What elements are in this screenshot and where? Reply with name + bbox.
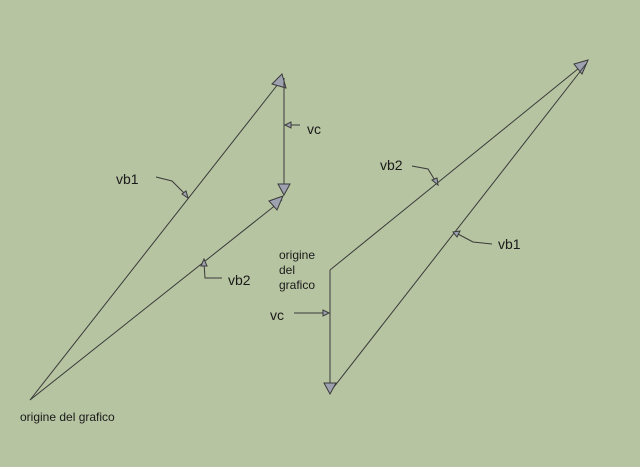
right-vc-label: vc [270, 307, 284, 323]
left-vb2-leader [203, 262, 222, 279]
right-vb1-leader-tip [452, 230, 461, 238]
left-vb2-arrowhead [268, 195, 284, 211]
right-origin-label-line-2: del [279, 263, 295, 277]
left-vb2-leader-tip [200, 257, 208, 267]
right-origin-label-line-3: grafico [279, 278, 315, 292]
right-vb2-label: vb2 [380, 157, 403, 173]
right-vb2-leader-tip [431, 177, 439, 187]
left-vb2-line [29, 199, 283, 401]
left-vc-leader-tip [283, 121, 292, 129]
left-vb1-label: vb1 [116, 171, 139, 187]
left-vc-label: vc [307, 121, 321, 137]
right-diagram: vb2 vb1 vc origine del grafico [270, 59, 589, 396]
right-vc-arrowhead [323, 382, 337, 396]
left-vb2-label: vb2 [228, 272, 251, 288]
right-vb2-leader [411, 165, 437, 183]
left-diagram: vb1 vb2 vc origine del grafico [20, 73, 321, 424]
left-vb1-line [29, 78, 283, 401]
right-vb1-leader [455, 232, 493, 245]
right-vb2-line [329, 63, 585, 271]
right-origin-label-line-1: origine [279, 248, 315, 262]
left-vb1-leader [155, 176, 188, 197]
right-vb1-label: vb1 [498, 236, 521, 252]
left-origin-label: origine del grafico [20, 410, 115, 424]
right-vb2-arrowhead [573, 59, 589, 75]
left-vb1-leader-tip [181, 190, 189, 200]
right-vc-leader-tip [322, 309, 331, 317]
right-vb1-line [329, 63, 587, 393]
left-vc-arrowhead [277, 183, 291, 197]
